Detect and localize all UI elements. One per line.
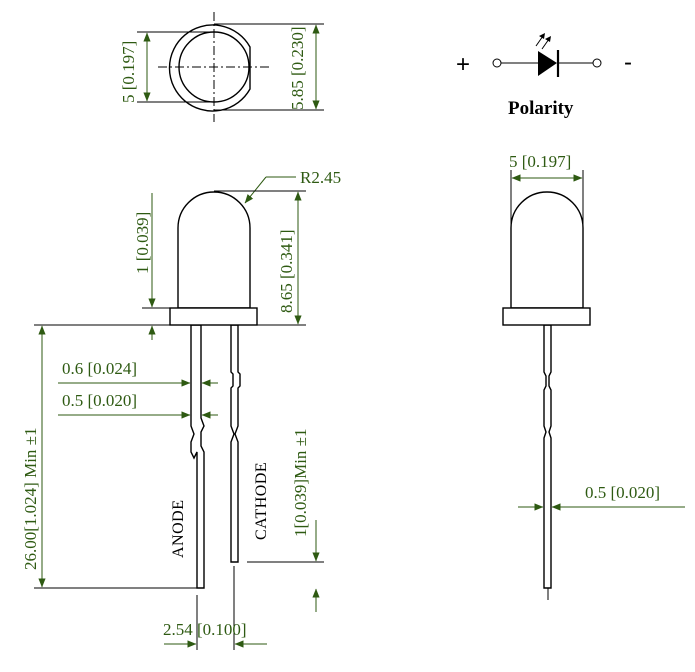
light-emission-icon bbox=[535, 33, 551, 50]
minus-sign: - bbox=[624, 49, 632, 76]
led-flange bbox=[169, 307, 258, 326]
polarity-symbol: + - Polarity bbox=[456, 33, 632, 119]
led-body-dome bbox=[177, 191, 251, 309]
cathode-label: CATHODE bbox=[253, 462, 270, 540]
anode-lead bbox=[190, 324, 205, 589]
dim-radius: R2.45 bbox=[300, 168, 341, 187]
front-view: 5 [0.197] 0.5 [0.020] bbox=[502, 152, 685, 600]
cathode-terminal bbox=[592, 58, 602, 68]
cathode-lead bbox=[230, 324, 241, 563]
plus-sign: + bbox=[456, 51, 470, 78]
front-lead bbox=[543, 324, 552, 589]
dim-lead-length: 26.00[1.024] Min ±1 bbox=[21, 428, 40, 571]
side-view: R2.45 1 [0.039] 8.65 [0.341] 26.00[1.024… bbox=[21, 168, 341, 650]
diode-triangle-icon bbox=[538, 51, 557, 76]
dim-lead-spacing: 2.54 [0.100] bbox=[163, 620, 247, 639]
front-body-dome bbox=[510, 191, 584, 309]
dim-kink-offset: 1[0.039]Min ±1 bbox=[291, 429, 310, 538]
anode-label: ANODE bbox=[170, 500, 187, 559]
dim-front-body-diameter: 5 [0.197] bbox=[509, 152, 571, 171]
top-view: 5 [0.197] 5.85 [0.230] bbox=[119, 12, 324, 122]
dim-lead-narrow: 0.5 [0.020] bbox=[62, 391, 137, 410]
flange-outline bbox=[168, 24, 251, 112]
dim-front-lead-thickness: 0.5 [0.020] bbox=[585, 483, 660, 502]
anode-terminal bbox=[492, 58, 502, 68]
dim-inner-diameter: 5 [0.197] bbox=[119, 41, 138, 103]
polarity-title: Polarity bbox=[508, 98, 574, 119]
dim-body-height: 8.65 [0.341] bbox=[277, 229, 296, 313]
dim-flange-thickness: 1 [0.039] bbox=[133, 212, 152, 274]
front-flange bbox=[502, 307, 591, 326]
dim-lead-wide: 0.6 [0.024] bbox=[62, 359, 137, 378]
dim-flange-diameter: 5.85 [0.230] bbox=[288, 26, 307, 110]
